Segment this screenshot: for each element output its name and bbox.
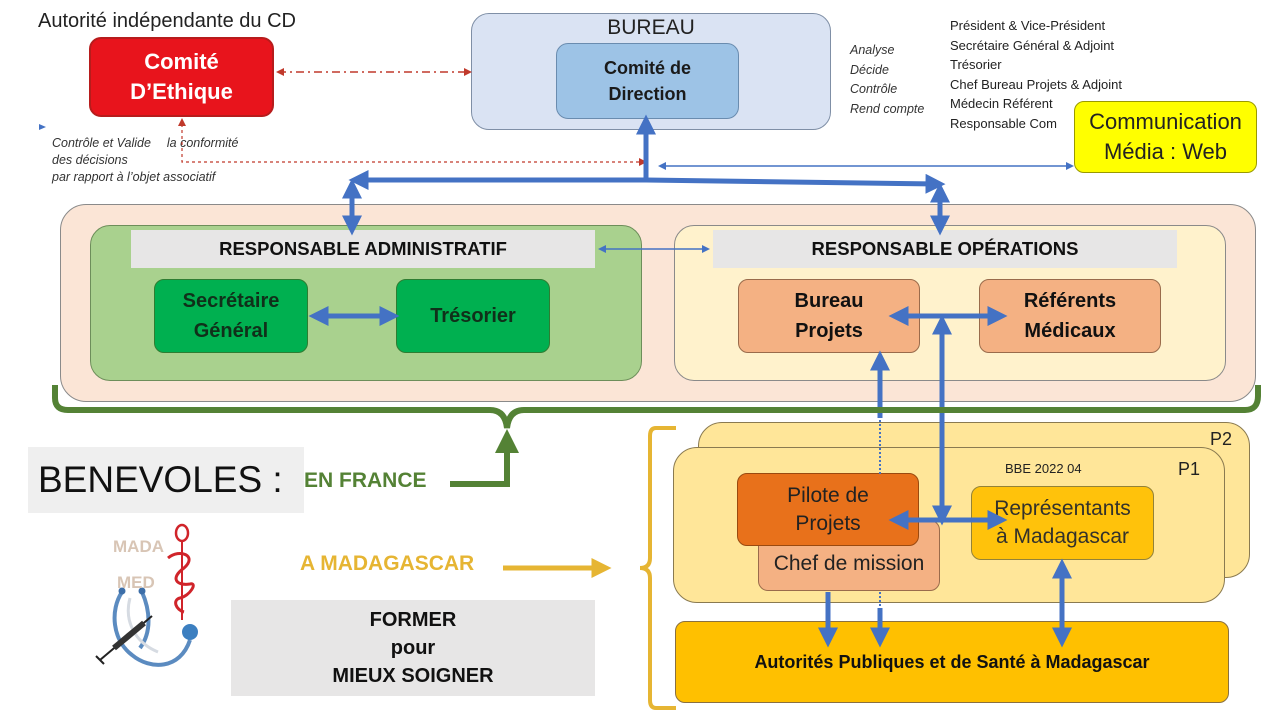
treasurer-box[interactable]: Trésorier: [396, 279, 550, 353]
project-p2-label: P2: [1210, 429, 1233, 449]
secretary-line2: Général: [193, 320, 269, 342]
communication-line1: Communication: [1089, 109, 1242, 134]
communication-box[interactable]: Communication Média : Web: [1074, 101, 1257, 173]
madamed-logo: [80, 520, 230, 680]
ethics-committee-line2: D’Ethique: [130, 79, 233, 104]
pointer-icon: [39, 124, 46, 130]
authorities-label: Autorités Publiques et de Santé à Madaga…: [754, 651, 1150, 672]
communication-line2: Média : Web: [1103, 139, 1228, 164]
medical-referents-line2: Médicaux: [1024, 320, 1116, 342]
direction-committee-line1: Comité de: [603, 58, 691, 78]
representatives-line2: à Madagascar: [995, 525, 1130, 548]
direction-committee-line2: Direction: [608, 84, 687, 104]
motto-line1: FORMER: [369, 609, 457, 631]
project-code: BBE 2022 04: [1005, 461, 1082, 476]
ethics-note-line2: des décisions: [52, 153, 128, 167]
bureau-member: Président & Vice-Président: [950, 18, 1106, 33]
bureau-verb: Rend compte: [850, 101, 925, 116]
bureau-members-list: Président & Vice-Président Secrétaire Gé…: [950, 16, 1122, 133]
ethics-note: Contrôle et Valide la conformité des déci…: [52, 135, 238, 186]
project-pilot-box[interactable]: Pilote de Projets: [737, 473, 919, 546]
logo-text-mada: MADA: [113, 537, 164, 556]
representatives-line1: Représentants: [994, 497, 1131, 520]
secretary-line1: Secrétaire: [182, 290, 280, 312]
bureau-verb: Décide: [850, 62, 889, 77]
ethics-authority-title: Autorité indépendante du CD: [38, 10, 296, 32]
medical-referents-line1: Référents: [1023, 290, 1117, 312]
bureau-verbs-list: Analyse Décide Contrôle Rend compte: [850, 41, 924, 119]
bureau-member: Médecin Référent: [950, 96, 1053, 111]
madagascar-authorities-box[interactable]: Autorités Publiques et de Santé à Madaga…: [675, 621, 1229, 703]
madagascar-representatives-box[interactable]: Représentants à Madagascar: [971, 486, 1154, 560]
motto-box: FORMER pour MIEUX SOIGNER: [231, 600, 595, 696]
bureau-verb: Contrôle: [850, 82, 898, 96]
ethics-committee-line1: Comité: [144, 49, 219, 74]
caduceus-stethoscope-icon: [95, 523, 198, 667]
ethics-committee-box[interactable]: Comité D’Ethique: [89, 37, 274, 117]
volunteers-france-label: EN FRANCE: [304, 469, 427, 492]
direction-committee-box[interactable]: Comité de Direction: [556, 43, 739, 119]
bureau-title: BUREAU: [607, 16, 695, 39]
project-office-line2: Projets: [795, 320, 863, 342]
ethics-note-line3: par rapport à l’objet associatif: [52, 170, 216, 184]
bureau-verb: Analyse: [850, 43, 895, 57]
project-pilot-line1: Pilote de: [787, 483, 869, 507]
project-p1-label: P1: [1178, 459, 1201, 479]
volunteers-title: BENEVOLES :: [28, 447, 304, 513]
logo-text-med: MED: [117, 573, 155, 592]
bureau-member: Chef Bureau Projets & Adjoint: [950, 76, 1122, 92]
ethics-note-part2: la conformité: [166, 136, 239, 150]
operations-header: RESPONSABLE OPÉRATIONS: [713, 230, 1177, 268]
mission-chief-label: Chef de mission: [773, 552, 925, 575]
madagascar-bracket: [639, 426, 676, 710]
secretary-general-box[interactable]: Secrétaire Général: [154, 279, 308, 353]
ethics-note-part1: Contrôle et Valide: [52, 136, 151, 150]
project-office-line1: Bureau: [794, 290, 864, 312]
france-arrow: [450, 429, 519, 487]
project-office-box[interactable]: Bureau Projets: [738, 279, 920, 353]
bureau-member: Trésorier: [950, 57, 1002, 72]
volunteers-madagascar-label: A MADAGASCAR: [300, 552, 475, 575]
project-pilot-line2: Projets: [795, 511, 861, 535]
treasurer-label: Trésorier: [430, 305, 516, 327]
bureau-member: Secrétaire Général & Adjoint: [950, 37, 1115, 53]
bureau-member: Responsable Com: [950, 115, 1057, 131]
motto-line2: pour: [390, 637, 436, 659]
medical-referents-box[interactable]: Référents Médicaux: [979, 279, 1161, 353]
admin-header: RESPONSABLE ADMINISTRATIF: [131, 230, 595, 268]
motto-line3: MIEUX SOIGNER: [332, 665, 494, 687]
main-bus-right: [645, 173, 946, 194]
